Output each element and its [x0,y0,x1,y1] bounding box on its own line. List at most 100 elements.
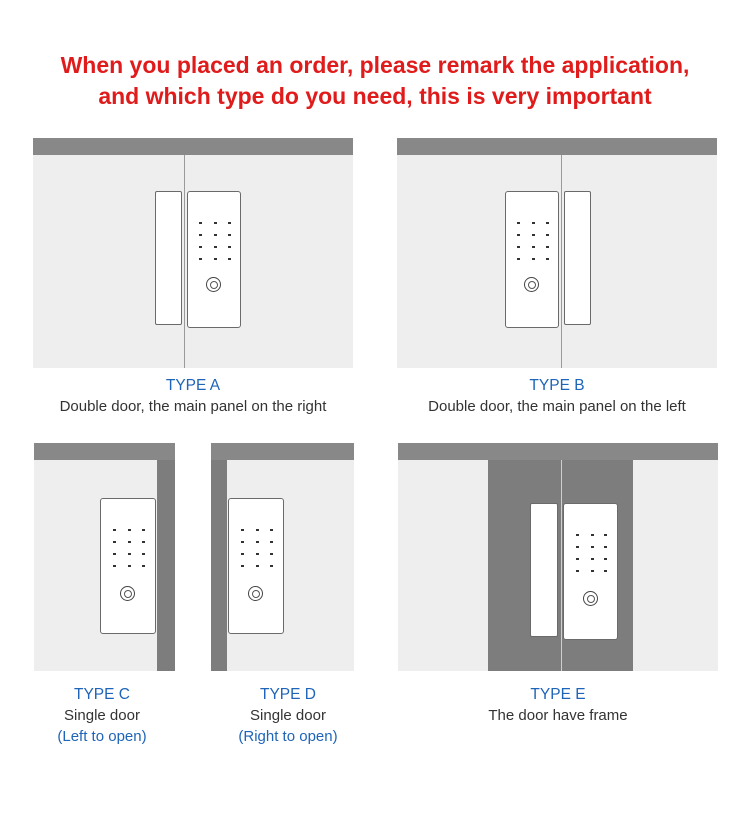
main-lock-panel [187,191,241,328]
fingerprint-sensor-icon [248,586,263,601]
type-e-illustration [398,443,718,671]
keypad-key-mark [128,541,131,543]
keypad-key-mark [576,558,579,560]
strike-plate [530,503,558,637]
keypad-key-mark [241,541,244,543]
top-frame [398,443,718,460]
door-frame-column [211,460,227,671]
keypad-key-mark [142,541,145,543]
type-b-description: Double door, the main panel on the left [428,398,686,415]
headline-line-2: and which type do you need, this is very… [98,83,652,109]
type-a-label: TYPE A [165,377,221,394]
headline-line-1: When you placed an order, please remark … [60,52,690,78]
keypad-key-mark [199,258,202,260]
keypad-key-mark [228,258,231,260]
keypad-key-mark [256,529,259,531]
type-d-label: TYPE D [260,686,316,703]
keypad-key-mark [113,541,116,543]
main-lock-panel [505,191,559,328]
type-e-label: TYPE E [530,686,586,703]
keypad-key-mark [270,553,273,555]
fingerprint-sensor-icon [206,277,221,292]
keypad-key-mark [113,529,116,531]
top-frame [33,138,353,155]
keypad-key-mark [270,541,273,543]
door-gap-line [561,155,562,368]
top-frame [211,443,354,460]
keypad-key-mark [532,222,535,224]
type-d-direction: (Right to open) [238,728,338,745]
strike-plate [564,191,591,325]
type-c-direction: (Left to open) [57,728,147,745]
keypad-key-mark [517,222,520,224]
top-frame [397,138,717,155]
keypad-key-mark [546,258,549,260]
keypad-key-mark [546,246,549,248]
keypad-key-mark [604,534,607,536]
main-lock-panel [100,498,156,634]
keypad-key-mark [517,258,520,260]
keypad-key-mark [604,546,607,548]
keypad-key-mark [256,541,259,543]
keypad-key-mark [142,553,145,555]
type-a-illustration [33,138,353,368]
keypad-key-mark [128,553,131,555]
keypad-key-mark [214,234,217,236]
fingerprint-sensor-icon [120,586,135,601]
keypad-key-mark [241,553,244,555]
keypad-key-mark [532,246,535,248]
keypad-key-mark [604,558,607,560]
keypad-key-mark [270,565,273,567]
type-e-description: The door have frame [488,707,628,724]
door-gap-line [561,460,562,671]
keypad-key-mark [199,234,202,236]
keypad-key-mark [241,565,244,567]
type-c-description: Single door [64,707,140,724]
keypad-key-mark [517,246,520,248]
type-b-label: TYPE B [529,377,585,394]
keypad-key-mark [256,565,259,567]
fingerprint-sensor-icon [524,277,539,292]
keypad-key-mark [228,234,231,236]
keypad-key-mark [532,234,535,236]
fingerprint-sensor-icon [583,591,598,606]
top-frame [34,443,175,460]
keypad-key-mark [113,565,116,567]
type-d-illustration [211,443,354,671]
keypad-key-mark [591,546,594,548]
keypad-key-mark [532,258,535,260]
keypad-key-mark [113,553,116,555]
keypad-key-mark [228,246,231,248]
keypad-key-mark [270,529,273,531]
type-c-label: TYPE C [74,686,130,703]
door-gap-line [184,155,185,368]
keypad-key-mark [256,553,259,555]
keypad-key-mark [199,246,202,248]
main-lock-panel [228,498,284,634]
keypad-key-mark [142,565,145,567]
keypad-key-mark [214,246,217,248]
strike-plate [155,191,182,325]
keypad-key-mark [228,222,231,224]
type-a-description: Double door, the main panel on the right [59,398,327,415]
keypad-key-mark [576,546,579,548]
keypad-key-mark [576,534,579,536]
keypad-key-mark [517,234,520,236]
keypad-key-mark [199,222,202,224]
keypad-key-mark [546,222,549,224]
type-d-description: Single door [250,707,326,724]
main-lock-panel [563,503,618,640]
keypad-key-mark [591,534,594,536]
keypad-key-mark [142,529,145,531]
keypad-key-mark [591,558,594,560]
keypad-key-mark [128,529,131,531]
keypad-key-mark [214,258,217,260]
keypad-key-mark [576,570,579,572]
door-frame-column [157,460,175,671]
keypad-key-mark [546,234,549,236]
keypad-key-mark [591,570,594,572]
keypad-key-mark [214,222,217,224]
type-b-illustration [397,138,717,368]
keypad-key-mark [604,570,607,572]
keypad-key-mark [128,565,131,567]
